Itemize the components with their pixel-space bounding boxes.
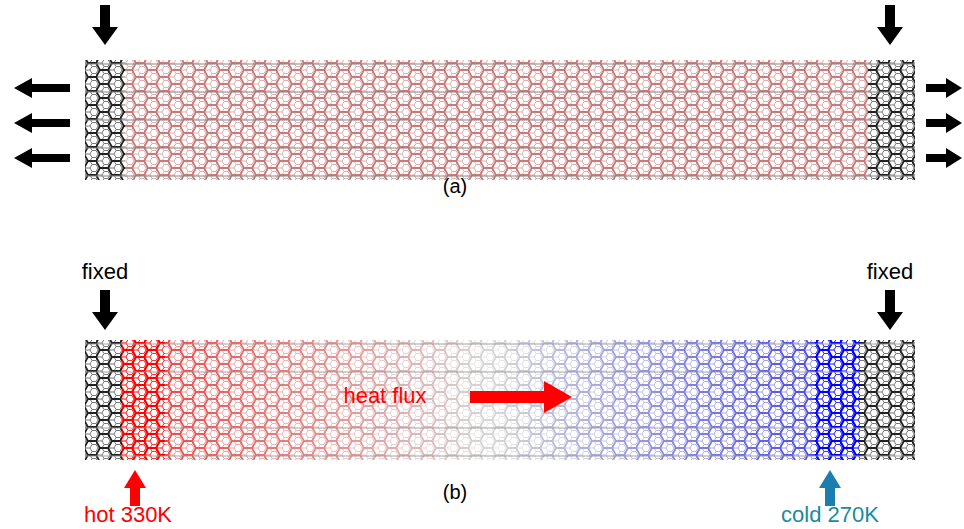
boundary-arrows bbox=[92, 290, 903, 506]
tube-b bbox=[85, 340, 915, 460]
panel-label: (b) bbox=[443, 481, 467, 503]
temperature-label: cold 270K bbox=[781, 503, 879, 527]
tube-a bbox=[85, 60, 915, 180]
boundary-label: fixed bbox=[82, 260, 128, 284]
temperature-label: hot 330K bbox=[84, 503, 172, 527]
load-arrows bbox=[14, 5, 962, 168]
panel-label: (a) bbox=[443, 175, 467, 197]
boundary-label: fixed bbox=[867, 260, 913, 284]
flux-label: heat flux bbox=[343, 384, 426, 408]
